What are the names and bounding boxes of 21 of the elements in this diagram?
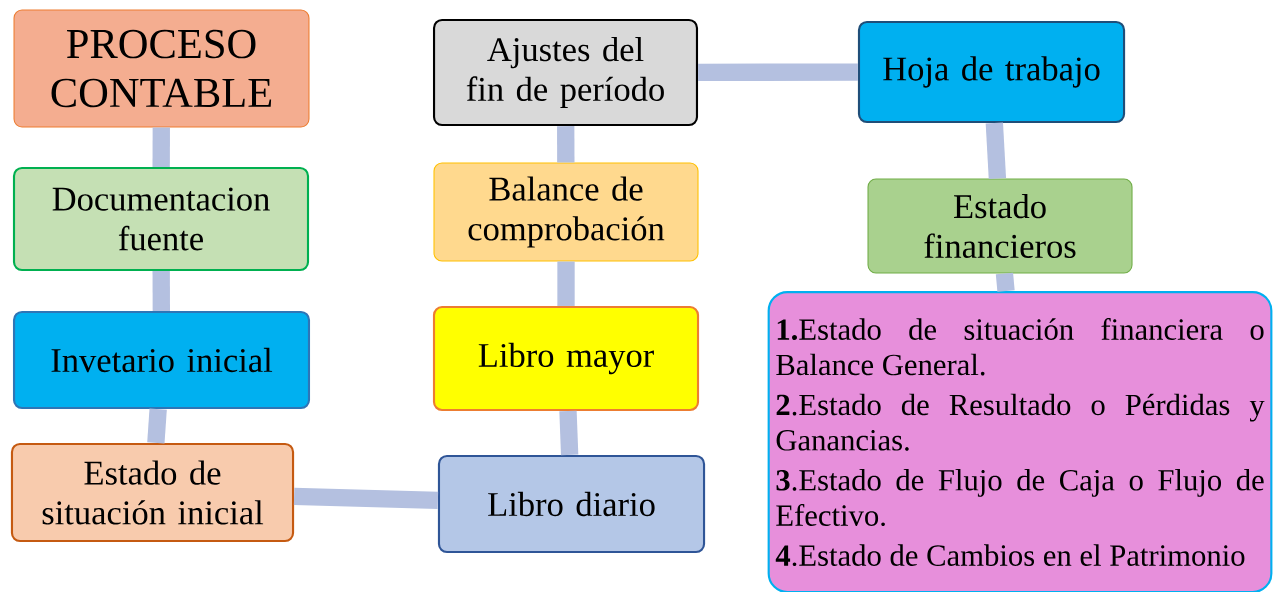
process-box: Libro mayor <box>432 305 700 412</box>
title-box: PROCESO CONTABLE <box>13 9 310 128</box>
connector-bar <box>152 271 170 311</box>
connector-bar <box>293 487 439 509</box>
process-box: Estado de situación inicial <box>10 442 295 543</box>
connector-bar <box>698 63 858 81</box>
process-box: Hoja de trabajo <box>857 20 1126 124</box>
process-box: Documentacion fuente <box>12 166 310 272</box>
connector-bar <box>557 126 575 163</box>
process-box: Libro diario <box>437 454 706 554</box>
process-box: Estado financieros <box>867 178 1133 274</box>
process-box: Balance de comprobación <box>433 162 699 262</box>
connector-bar <box>152 127 170 167</box>
connector-bar <box>147 408 167 444</box>
process-box: Ajustes del fin de período <box>432 18 699 127</box>
connector-bar <box>557 261 575 306</box>
process-box: Invetario inicial <box>12 310 311 410</box>
connector-bar <box>559 410 579 456</box>
connector-bar <box>985 122 1007 179</box>
connector-bar <box>995 272 1015 292</box>
list-box: 1.Estado de situación financiera o Balance General. 2.Estado de Resultado o Pérdidas y Ganancias. 3.Estado de Flujo de Caja o Flujo de Efectivo. 4.Estado de Cambios en el Patrimonio <box>767 291 1273 592</box>
